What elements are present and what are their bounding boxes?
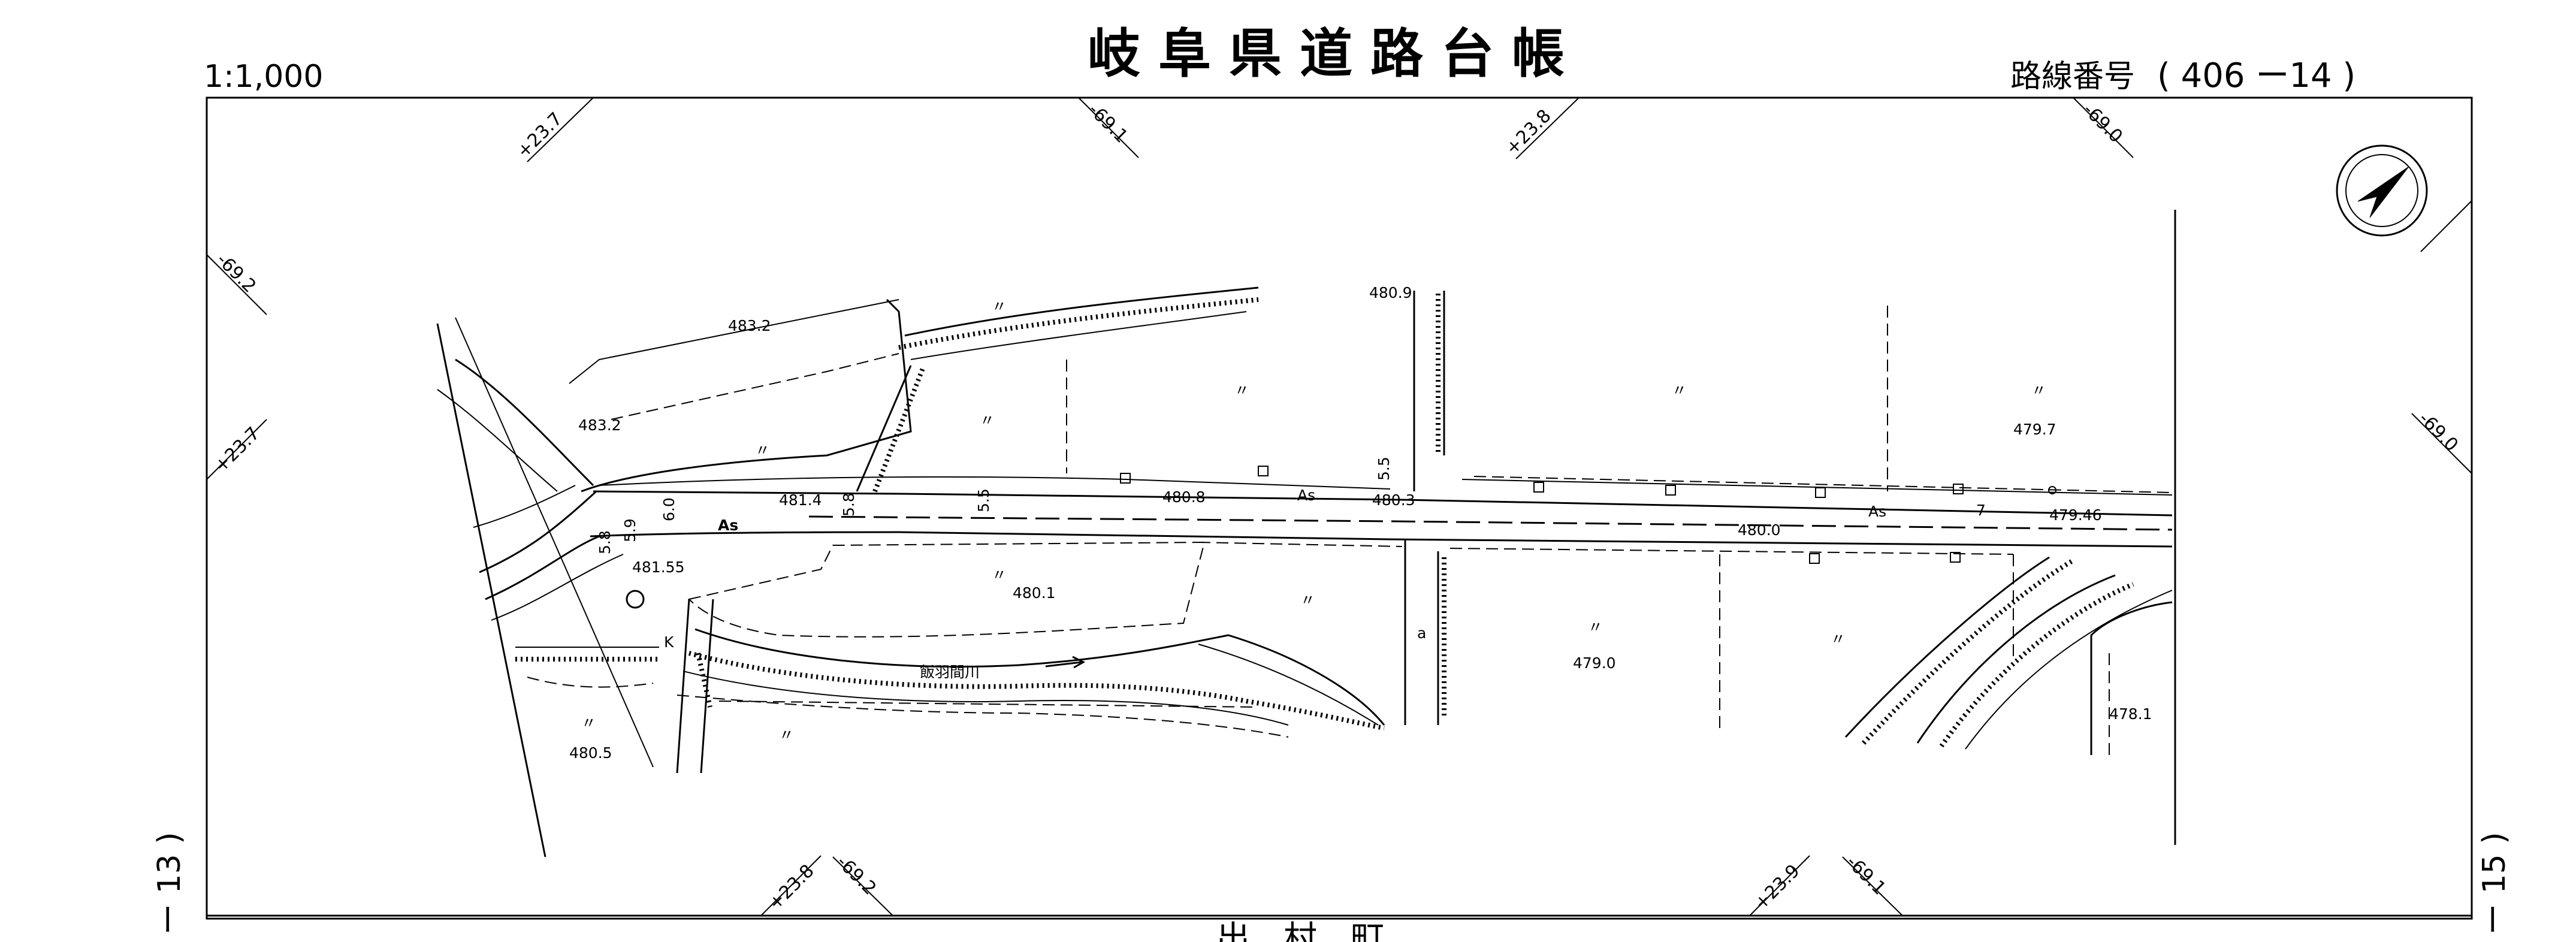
road-symbols xyxy=(626,466,2056,609)
surface-as-1: As xyxy=(718,517,738,534)
map-frame xyxy=(206,96,2473,920)
field-mark-10: 〃 xyxy=(1831,630,1846,648)
coord-left-1: -69.2 xyxy=(212,249,260,297)
main-road xyxy=(590,476,2173,555)
width-4: 5.8 xyxy=(840,493,857,517)
elev-481-55: 481.55 xyxy=(632,558,684,576)
coord-top-2: -69.1 xyxy=(1084,99,1132,147)
river xyxy=(677,628,1385,738)
coord-ticks-right: -69.0 xyxy=(2411,200,2472,474)
width-7: 7 xyxy=(1976,502,1986,519)
elev-480-5: 480.5 xyxy=(569,744,612,762)
elev-479-7: 479.7 xyxy=(2013,421,2056,438)
width-6: 5.5 xyxy=(1375,457,1393,481)
elev-483-2-left: 483.2 xyxy=(578,416,621,434)
central-parcel xyxy=(688,541,1206,638)
coord-top-3: +23.8 xyxy=(1502,105,1556,159)
coord-bottom-2: -69.2 xyxy=(832,852,880,899)
elev-480-9: 480.9 xyxy=(1369,284,1412,301)
elev-483-2-top: 483.2 xyxy=(728,317,771,334)
coord-ticks-bottom: +23.8 -69.2 +23.9 -69.1 xyxy=(760,852,1903,916)
coord-bottom-1: +23.8 xyxy=(765,861,819,914)
field-mark-2: 〃 xyxy=(980,412,995,429)
elev-479-0: 479.0 xyxy=(1573,654,1616,672)
elev-481-4: 481.4 xyxy=(779,491,822,509)
left-field-edge xyxy=(455,317,654,768)
coord-bottom-4: -69.1 xyxy=(1842,852,1890,899)
left-boundary xyxy=(436,323,546,858)
side-road-north-south xyxy=(1404,291,1446,725)
road-edge-south xyxy=(590,531,2173,548)
field-mark-11: 〃 xyxy=(581,714,596,732)
field-mark-12: 〃 xyxy=(779,726,794,744)
surface-as-3: As xyxy=(1868,503,1886,520)
road-width-labels: 5.8 5.9 6.0 5.8 5.5 5.5 7 xyxy=(596,457,1986,554)
coord-left-2: +23.7 xyxy=(210,423,264,477)
bank-label: K xyxy=(664,633,674,651)
elev-480-1: 480.1 xyxy=(1013,584,1056,602)
field-mark-9: 〃 xyxy=(1588,618,1603,636)
map-labels: As As As 飯羽間川 K a 〃 〃 〃 〃 〃 〃 〃 〃 〃 〃 〃 … xyxy=(581,298,2046,744)
north-fields xyxy=(569,286,1259,493)
field-mark-8: 〃 xyxy=(1300,591,1315,609)
elevation-labels: 483.2 483.2 481.4 480.8 480.3 480.9 481.… xyxy=(569,284,2152,762)
west-road xyxy=(437,358,624,621)
width-2: 5.9 xyxy=(621,518,639,542)
bridge xyxy=(676,599,714,774)
field-mark-6: 〃 xyxy=(755,442,770,459)
field-mark-5: 〃 xyxy=(2031,382,2046,399)
field-mark-7: 〃 xyxy=(992,566,1007,584)
route-number-label: 路線番号 xyxy=(2010,59,2135,95)
adjacent-sheet-right: ー 15 ) xyxy=(2477,832,2512,935)
scale-label: 1:1,000 xyxy=(204,59,323,95)
width-5: 5.5 xyxy=(975,488,992,512)
width-3: 6.0 xyxy=(660,497,678,521)
river-name: 飯羽間川 xyxy=(920,663,980,681)
field-mark-1: 〃 xyxy=(992,298,1007,315)
elev-480-8: 480.8 xyxy=(1162,488,1206,506)
coord-right-1: -69.0 xyxy=(2414,408,2462,456)
route-number-value: ( 406 ー14 ) xyxy=(2157,56,2355,95)
surface-as-2: As xyxy=(1297,487,1315,504)
coord-ticks-top: +23.7 -69.1 +23.8 -69.0 xyxy=(513,97,2134,162)
field-mark-3: 〃 xyxy=(1234,382,1249,399)
coord-top-1: +23.7 xyxy=(513,108,567,162)
coord-ticks-left: -69.2 +23.7 xyxy=(206,249,267,480)
adjacent-sheet-left: ー 13 ) xyxy=(152,832,188,935)
side-road-label: a xyxy=(1417,624,1426,642)
sheet-title: 岐阜県道路台帳 xyxy=(1088,23,1583,84)
road-centerline xyxy=(808,515,2173,531)
field-dividers xyxy=(1719,306,2014,731)
road-edge-north xyxy=(593,490,2173,517)
coord-top-4: -69.0 xyxy=(2079,99,2127,147)
bottom-area-name: 出 村 町 xyxy=(1216,919,1384,942)
north-arrow-icon xyxy=(2336,144,2428,237)
elev-480-0: 480.0 xyxy=(1738,521,1781,539)
railway-curve xyxy=(1844,556,2173,755)
elev-479-46: 479.46 xyxy=(2049,506,2101,524)
elev-480-3: 480.3 xyxy=(1372,491,1415,509)
coord-bottom-3: +23.9 xyxy=(1750,861,1804,914)
south-fields xyxy=(515,647,1259,708)
width-1: 5.8 xyxy=(596,530,614,554)
manhole-icon xyxy=(626,590,645,609)
elev-478-1: 478.1 xyxy=(2109,705,2152,723)
field-mark-4: 〃 xyxy=(1672,382,1687,399)
flow-arrow-icon xyxy=(1045,656,1086,669)
